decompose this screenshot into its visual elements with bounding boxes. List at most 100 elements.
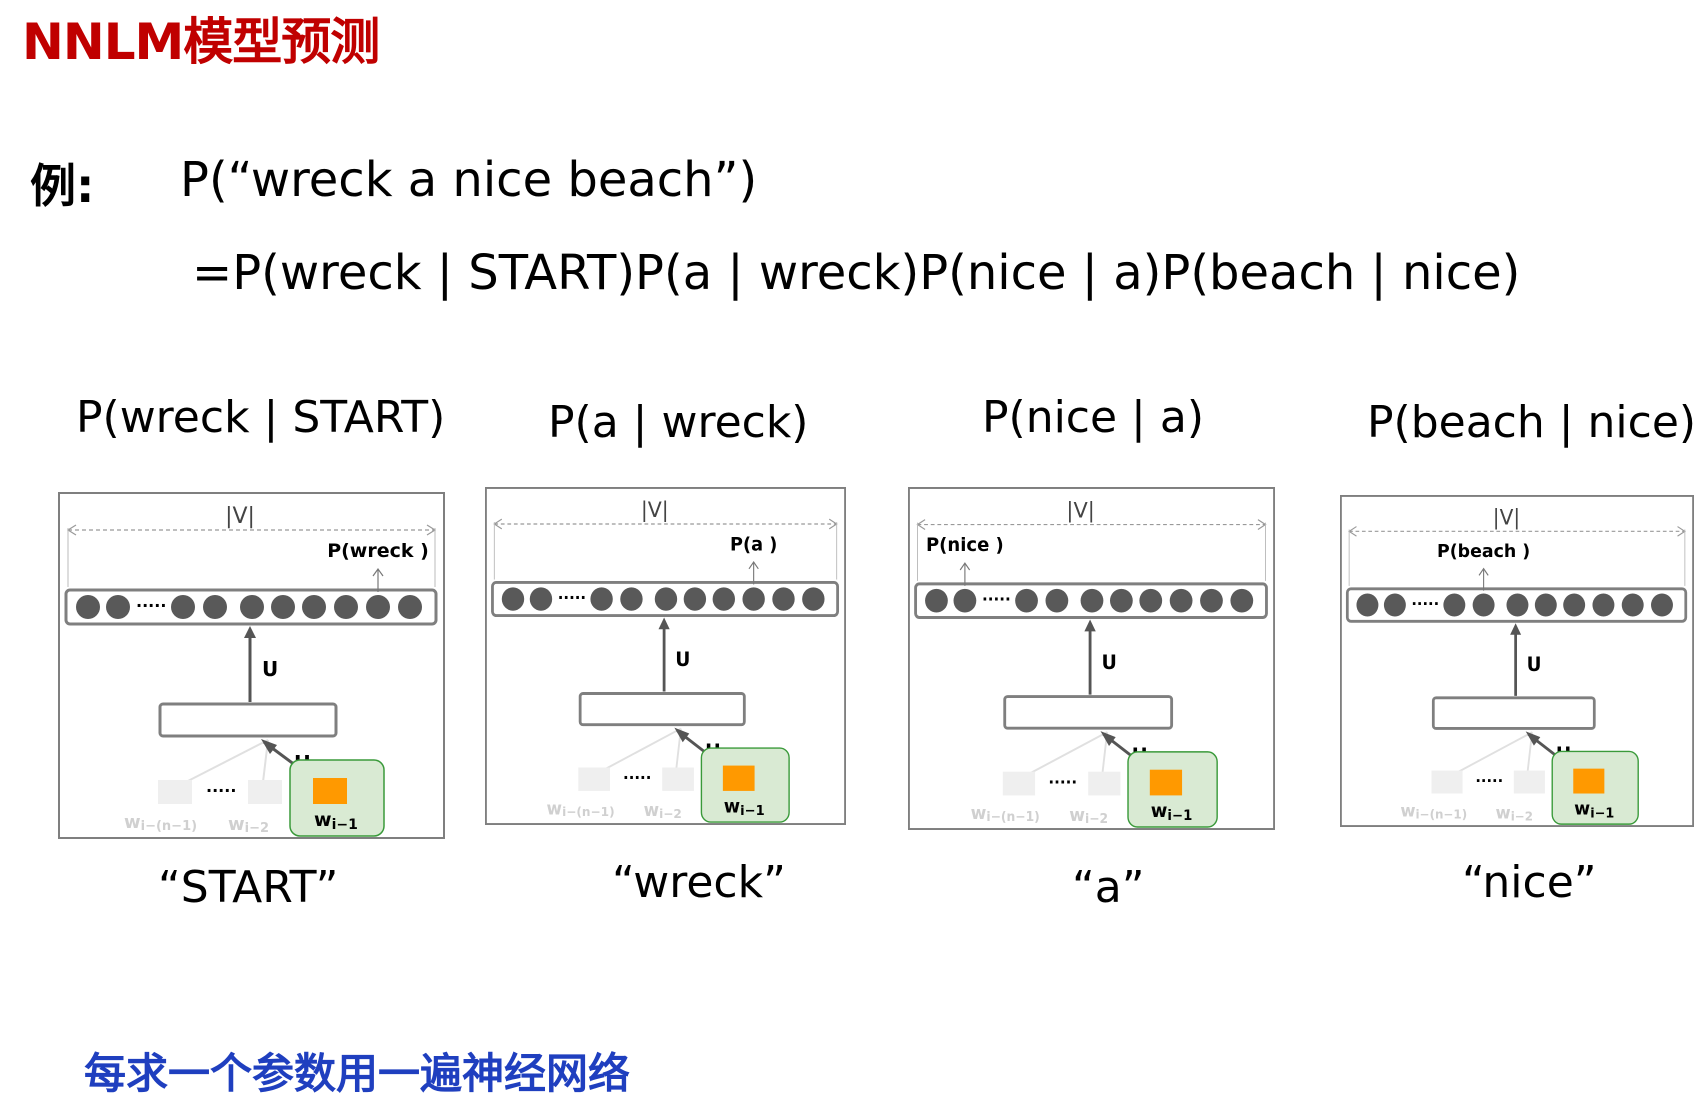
input-label-1-sub: i−1 xyxy=(1167,808,1192,824)
input-label-n: wi−(n−1) xyxy=(547,799,615,819)
u-arrowhead xyxy=(658,617,670,630)
u-arrowhead xyxy=(1510,623,1522,635)
output-neuron xyxy=(683,587,707,611)
output-neuron xyxy=(1169,588,1193,613)
u-label: U xyxy=(1101,651,1116,674)
network-panel-3: |V|·····P(nice )UH·····wi−(n−1)wi−2wi−1 xyxy=(908,487,1276,831)
input-label-n-sub: i−(n−1) xyxy=(141,819,197,834)
output-neuron xyxy=(1651,593,1673,617)
output-probability-label: P(a ) xyxy=(730,534,777,555)
network-panel-1: |V|·····P(wreck )UH·····wi−(n−1)wi−2wi−1 xyxy=(58,492,445,839)
input-label-2: wi−2 xyxy=(1069,806,1108,826)
network-panel-4: |V|·····P(beach )UH·····wi−(n−1)wi−2wi−1 xyxy=(1340,495,1695,828)
input-label-2-sub: i−2 xyxy=(245,821,269,836)
input-square-2 xyxy=(662,767,694,791)
input-ellipsis: ····· xyxy=(206,781,236,800)
panel-title-1: P(wreck | START) xyxy=(76,392,446,443)
input-label-2-sub: i−2 xyxy=(1511,809,1533,823)
h-arrowhead xyxy=(1525,731,1541,746)
output-neuron xyxy=(271,595,295,619)
panel-title-4: P(beach | nice) xyxy=(1367,397,1697,448)
input-label-n-sub: i−(n−1) xyxy=(562,804,615,819)
output-neuron xyxy=(366,595,390,619)
output-neuron xyxy=(1045,588,1069,613)
panel-group: |V|·····P(beach )UH·····wi−(n−1)wi−2wi−1 xyxy=(1340,495,1695,828)
u-label: U xyxy=(262,657,278,681)
output-neuron xyxy=(1356,593,1379,617)
u-arrowhead xyxy=(244,626,256,638)
example-label: 例: xyxy=(30,159,95,213)
output-neuron xyxy=(1472,593,1495,617)
example-expression: P(“wreck a nice beach”) xyxy=(180,152,758,208)
input-label-1-sub: i−1 xyxy=(1590,806,1614,821)
panel-title-2: P(a | wreck) xyxy=(548,397,809,448)
panel-input-word-2: “wreck” xyxy=(612,857,786,908)
output-neuron xyxy=(398,595,422,619)
hidden-layer xyxy=(578,692,746,727)
current-input-square xyxy=(313,778,347,804)
output-neuron xyxy=(1200,588,1223,613)
output-neuron xyxy=(334,595,358,619)
output-ellipsis: ····· xyxy=(982,590,1011,608)
h-arrowhead xyxy=(261,739,277,754)
output-neuron xyxy=(203,595,227,619)
input-label-n-sub: i−(n−1) xyxy=(986,809,1039,824)
panel-group: |V|·····P(nice )UH·····wi−(n−1)wi−2wi−1 xyxy=(908,487,1276,831)
output-neuron xyxy=(1621,593,1644,617)
hidden-layer xyxy=(158,702,338,738)
output-neuron xyxy=(590,587,613,611)
input-label-2: wi−2 xyxy=(644,801,682,821)
output-neuron xyxy=(1080,588,1104,613)
input-square-n xyxy=(1431,770,1463,794)
output-neuron xyxy=(302,595,326,619)
output-neuron xyxy=(712,587,735,611)
output-ellipsis: ····· xyxy=(1411,595,1439,613)
input-label-1-sub: i−1 xyxy=(740,804,764,819)
output-probability-label: P(beach ) xyxy=(1437,541,1530,562)
input-label-n: wi−(n−1) xyxy=(971,804,1040,824)
output-pointer-head xyxy=(959,562,971,571)
output-neuron xyxy=(772,587,795,611)
output-neuron xyxy=(620,587,643,611)
panel-group: |V|·····P(a )UH·····wi−(n−1)wi−2wi−1 xyxy=(485,487,847,826)
output-probability-label: P(wreck ) xyxy=(327,540,429,562)
output-neuron xyxy=(1015,588,1038,613)
slide-title: NNLM模型预测 xyxy=(22,13,380,71)
output-neuron xyxy=(76,595,100,619)
input-ellipsis: ····· xyxy=(1475,772,1503,790)
output-neuron xyxy=(925,588,948,613)
output-pointer-head xyxy=(372,567,384,577)
output-ellipsis: ····· xyxy=(136,596,166,615)
vocab-label: |V| xyxy=(1066,498,1094,524)
output-neuron xyxy=(240,595,264,619)
input-ellipsis: ····· xyxy=(623,769,651,787)
u-label: U xyxy=(1527,655,1542,676)
panel-title-3: P(nice | a) xyxy=(982,392,1204,443)
u-label: U xyxy=(675,649,690,671)
context-line-n xyxy=(603,727,682,771)
output-pointer-head xyxy=(1478,567,1489,576)
input-square-n xyxy=(158,780,192,804)
input-ellipsis: ····· xyxy=(1048,773,1077,791)
output-neuron xyxy=(106,595,130,619)
h-arrowhead xyxy=(674,727,690,743)
vocab-label: |V| xyxy=(641,498,669,524)
input-square-n xyxy=(578,767,610,791)
output-neuron xyxy=(171,595,195,619)
output-neuron xyxy=(1230,588,1254,613)
u-arrowhead xyxy=(1084,619,1096,632)
footer-note: 每求一个参数用一遍神经网络 xyxy=(84,1049,631,1098)
hidden-layer xyxy=(1003,695,1174,730)
output-neuron xyxy=(1443,593,1466,617)
current-input-square xyxy=(722,765,755,791)
output-ellipsis: ····· xyxy=(558,589,586,607)
output-neuron xyxy=(654,587,678,611)
output-neuron xyxy=(742,587,765,611)
input-square-2 xyxy=(1088,771,1121,796)
context-line-n xyxy=(185,739,269,783)
output-neuron xyxy=(1139,588,1163,613)
context-line-n xyxy=(1456,731,1533,774)
input-label-1-sub: i−1 xyxy=(332,817,358,833)
input-square-2 xyxy=(1513,770,1545,794)
output-neuron xyxy=(529,587,553,611)
